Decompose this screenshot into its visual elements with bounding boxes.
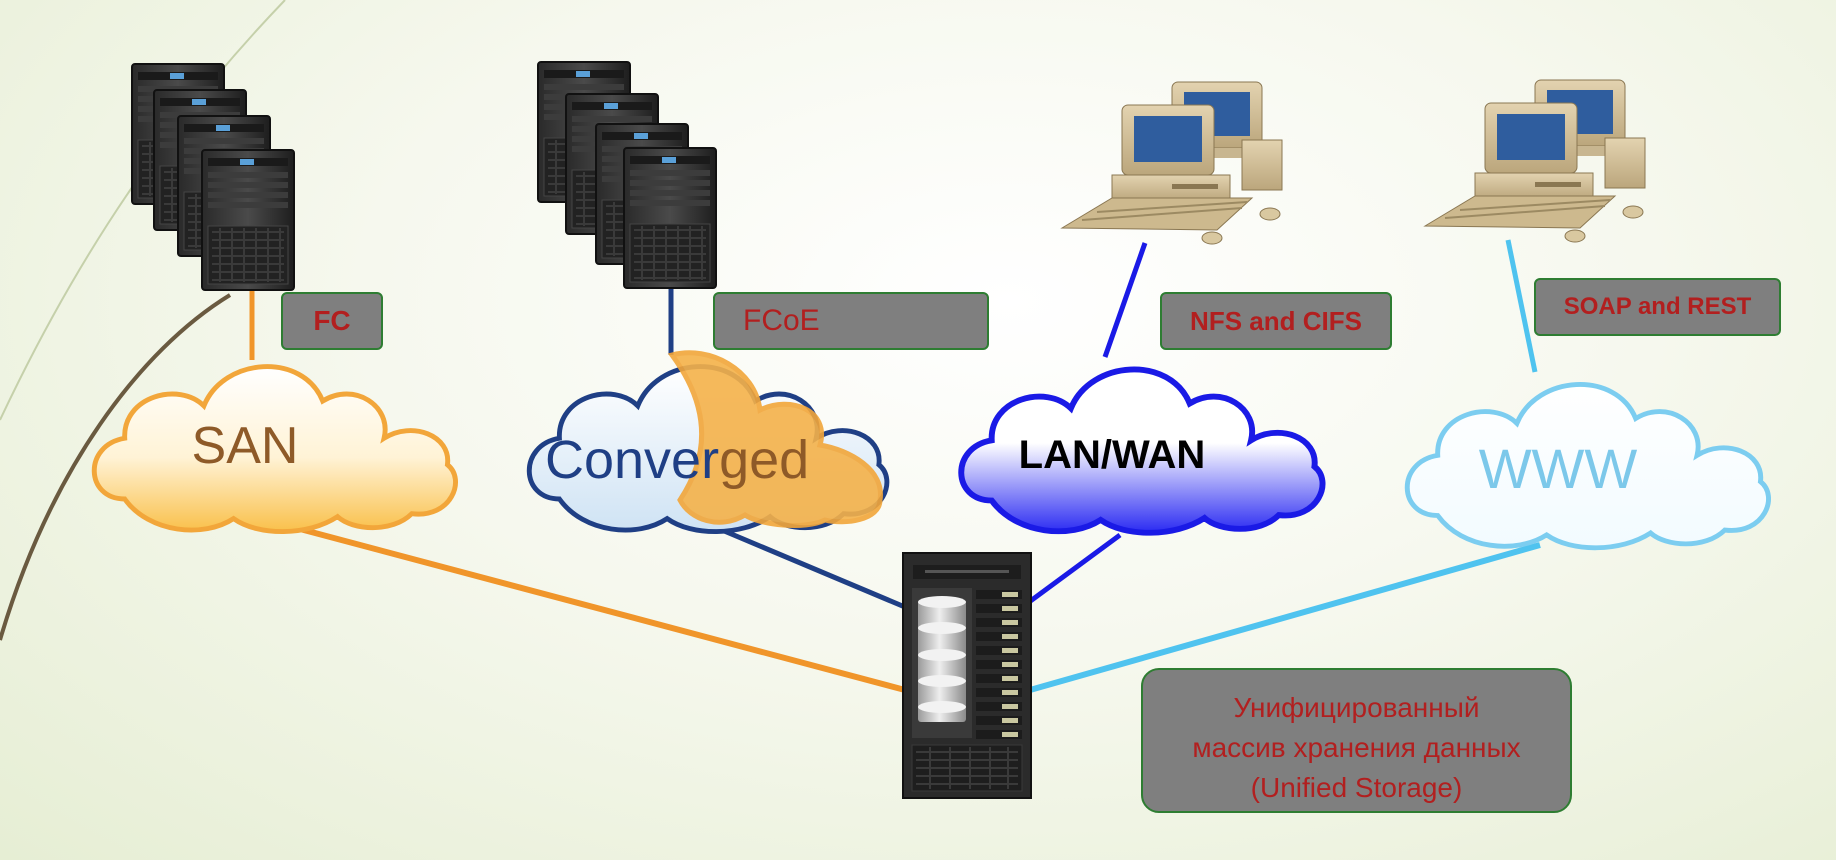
link-nfs	[1102, 242, 1148, 358]
soap-rest-protocol-label: SOAP and REST	[1534, 278, 1781, 336]
san-cloud: SAN	[94, 367, 455, 532]
converged-cloud-label-a: Conver	[545, 430, 719, 490]
unified-storage-line-3: (Unified Storage)	[1250, 772, 1463, 803]
www-cloud: WWW	[1407, 384, 1768, 547]
storage-drive-bays	[976, 590, 1022, 739]
converged-servers-icon	[537, 61, 717, 289]
converged-cloud: Converged	[529, 350, 887, 532]
nfs-cifs-protocol-label: NFS and CIFS	[1160, 292, 1392, 350]
www-cloud-label: WWW	[1479, 437, 1638, 500]
lan-wan-cloud-label: LAN/WAN	[1019, 433, 1206, 477]
san-cloud-label: SAN	[192, 417, 299, 475]
storage-array-icon	[902, 552, 1032, 799]
nfs-client-computer-icon	[1061, 81, 1283, 245]
unified-storage-line-2: массив хранения данных	[1192, 732, 1521, 763]
link-converged-storage	[709, 522, 913, 613]
decorative-arc	[0, 293, 232, 641]
unified-storage-line-1: Унифицированный	[1233, 692, 1480, 723]
soap-rest-protocol-text: SOAP and REST	[1563, 293, 1752, 320]
fcoe-protocol-label: FCoE	[713, 292, 989, 350]
www-client-computer-icon	[1424, 79, 1646, 243]
decorative-arc-light	[0, 0, 286, 421]
lan-wan-cloud: LAN/WAN	[961, 369, 1322, 532]
converged-cloud-label-b: ged	[719, 430, 809, 490]
svg-text:Converged: Converged	[545, 430, 809, 490]
fc-protocol-label: FC	[281, 292, 383, 350]
link-soap	[1505, 239, 1538, 373]
san-servers-icon	[131, 63, 295, 291]
fc-protocol-text: FC	[313, 305, 351, 336]
unified-storage-label: Унифицированный массив хранения данных (…	[1141, 668, 1572, 813]
link-san-storage	[284, 522, 906, 693]
link-www-storage	[1029, 542, 1541, 693]
nfs-cifs-protocol-text: NFS and CIFS	[1190, 306, 1362, 336]
converged-cloud-orange-overlay	[667, 350, 883, 528]
link-lan-storage	[1023, 532, 1122, 608]
fcoe-protocol-text: FCoE	[743, 304, 820, 337]
